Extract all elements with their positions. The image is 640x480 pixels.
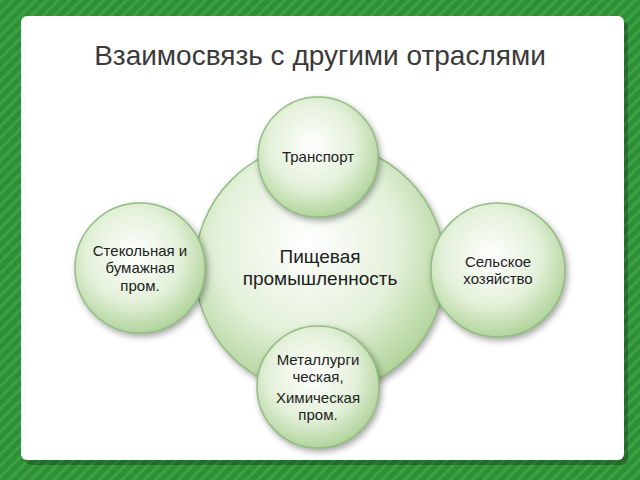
node-text: Пищевая промышленность	[235, 246, 405, 290]
industry-circle: Металлурги ческая,Химическая пром.	[256, 325, 380, 449]
slide-title: Взаимосвязь с другими отраслями	[30, 40, 610, 72]
node-text: Транспорт	[270, 148, 366, 165]
circle-outline	[256, 325, 380, 449]
node-text: Химическая пром.	[270, 389, 366, 424]
node-text: Стекольная и бумажная пром.	[92, 242, 188, 294]
node-text: Сельское хозяйство	[450, 253, 546, 288]
industry-circle: Сельское хозяйство	[430, 202, 566, 338]
industry-circle: Транспорт	[257, 96, 379, 218]
node-text: Металлурги ческая,	[270, 351, 366, 386]
industry-circle: Стекольная и бумажная пром.	[74, 202, 206, 334]
